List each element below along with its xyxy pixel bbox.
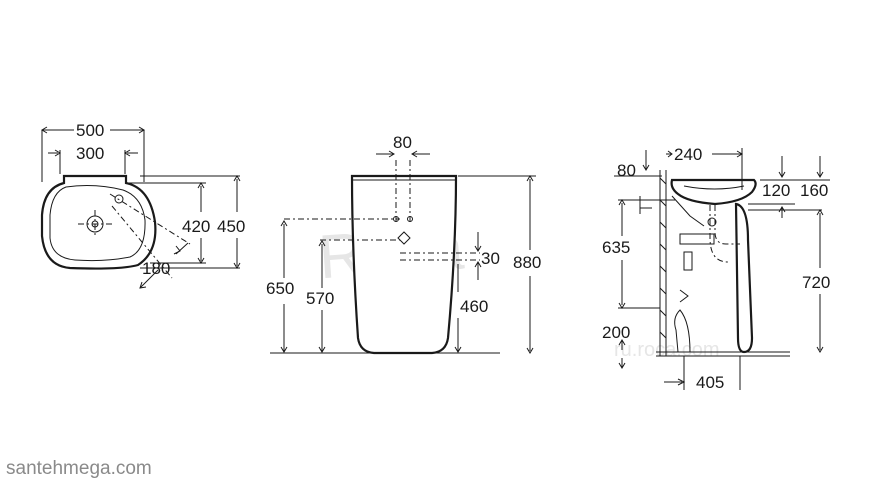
dim-height-inlet-lower: 570 xyxy=(306,289,334,308)
site-caption[interactable]: santehmega.com xyxy=(6,458,152,479)
dim-section-rim-height: 720 xyxy=(802,273,830,292)
dim-section-top-offset: 80 xyxy=(617,161,636,180)
dim-section-drain-height: 635 xyxy=(602,238,630,257)
section-basin xyxy=(670,178,757,206)
dim-bowl-width: 240 xyxy=(674,145,702,164)
dim-rim-depth: 120 xyxy=(762,181,790,200)
section-view: 80 240 120 160 635 720 xyxy=(602,145,830,392)
basin-outline xyxy=(40,174,157,270)
dim-width-inner: 300 xyxy=(76,144,104,163)
dim-top-width: 80 xyxy=(393,133,412,152)
section-pedestal xyxy=(734,202,754,354)
dim-width-outer: 500 xyxy=(76,121,104,140)
dim-tap-offset: 180 xyxy=(142,259,170,278)
dim-waste-offset: 30 xyxy=(481,249,500,268)
dim-depth-inner: 420 xyxy=(182,217,210,236)
top-view: 500 300 420 450 180 xyxy=(40,121,245,289)
dim-depth-outer: 450 xyxy=(217,217,245,236)
dim-floor-offset: 200 xyxy=(602,323,630,342)
dim-height-inlet-upper: 650 xyxy=(266,279,294,298)
dim-rim-to-top: 160 xyxy=(800,181,828,200)
dim-base-depth: 405 xyxy=(696,373,724,392)
dim-waste-height: 460 xyxy=(460,297,488,316)
dim-height-total: 880 xyxy=(513,253,541,272)
pedestal-body xyxy=(350,174,458,355)
site-watermark: ru.roca.com xyxy=(614,339,720,361)
side-view: 80 650 570 30 460 xyxy=(266,133,541,355)
